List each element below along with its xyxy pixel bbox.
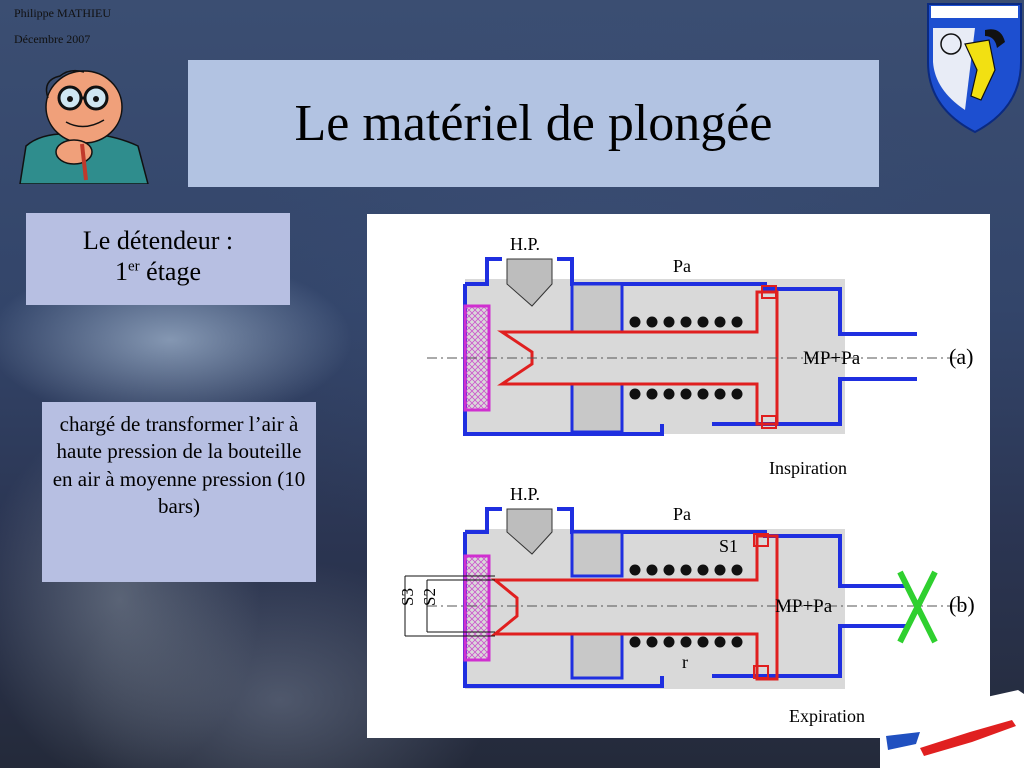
filter-b [463,554,491,662]
lower-block-a [570,382,624,434]
regulator-diagram-panel: H.P. Pa MP+Pa (a) Inspiration [367,214,990,738]
subtitle-line2: 1er étage [26,256,290,287]
diagram-expiration: H.P. Pa S1 S3 S2 r MP+Pa (b) Expiration [398,484,975,726]
dimension-lines [404,575,495,637]
pa-label-a: Pa [673,256,691,276]
author-name: Philippe MATHIEU [14,6,111,20]
hp-label-b: H.P. [510,484,540,504]
tag-b: (b) [949,592,975,617]
regulator-diagram: H.P. Pa MP+Pa (a) Inspiration [398,234,975,726]
club-badge-logo [927,3,1022,134]
body-fill-a [465,279,845,434]
stage-word: étage [139,257,201,287]
france-map-logo [880,690,1024,768]
hp-seat-b [506,508,553,555]
pa-label-b: Pa [673,504,691,524]
description-box: chargé de transformer l’air à haute pres… [42,402,316,582]
hp-label-a: H.P. [510,234,540,254]
upper-block-a [570,282,624,334]
title-box: Le matériel de plongée [188,60,879,187]
caption-b: Expiration [789,706,865,726]
upper-block-b [570,530,624,578]
mp-label-b: MP+Pa [775,596,833,617]
spring-a [629,316,743,400]
stage-number: 1 [115,257,128,287]
closed-cross-mark [897,570,938,644]
description-text: chargé de transformer l’air à haute pres… [52,412,306,518]
diagram-inspiration: H.P. Pa MP+Pa (a) Inspiration [427,234,973,478]
date-label: Décembre 2007 [14,32,91,46]
body-fill-b [465,529,845,689]
cartoon-character-image [19,69,149,184]
stage-superscript: er [128,258,140,275]
s2-label: S2 [420,588,439,606]
lower-block-b [570,632,624,680]
mp-label-a: MP+Pa [803,348,861,369]
r-label: r [682,652,688,672]
s1-label: S1 [719,536,738,556]
tag-a: (a) [949,344,973,369]
hp-seat-a [506,258,553,307]
s3-label: S3 [398,588,417,606]
spring-b [629,564,743,648]
subtitle-line1: Le détendeur : [82,226,234,255]
housing-top-a [465,257,917,336]
caption-a: Inspiration [769,458,847,478]
piston-a [497,290,779,426]
subtitle-box: Le détendeur : 1er étage [26,213,290,305]
slide-title: Le matériel de plongée [294,95,773,152]
